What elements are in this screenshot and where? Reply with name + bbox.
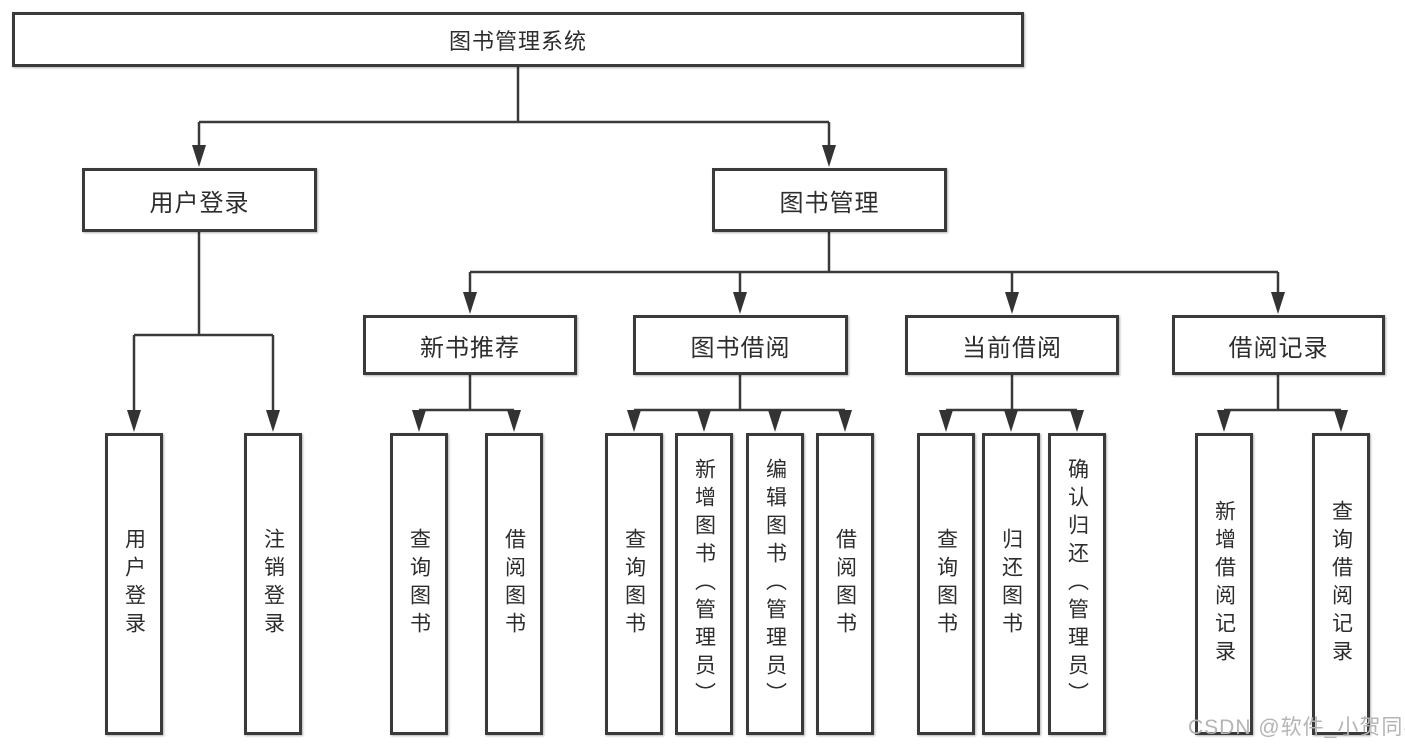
leaf-return-books: 归还图书 [982,433,1040,735]
node-root: 图书管理系统 [12,12,1024,67]
leaf-add-books-admin: 新增图书（管理员） [675,433,733,735]
leaf-query-borrow-record: 查询借阅记录 [1312,433,1370,735]
node-current-borrowing: 当前借阅 [905,315,1119,375]
connector-book-management-fan [463,232,1285,314]
node-book-management: 图书管理 [712,168,947,232]
leaf-borrow-books-recommend: 借阅图书 [485,433,543,735]
leaf-add-borrow-record: 新增借阅记录 [1195,433,1253,735]
watermark: CSDN @软件_小贺同学 [1188,716,1405,739]
connector-borrowing-records-fan [1217,375,1348,432]
leaf-confirm-return-admin: 确认归还（管理员） [1048,433,1106,735]
connector-book-borrowing-fan [627,375,852,432]
connector-current-borrowing-fan [939,375,1084,432]
leaf-logout-login: 注销登录 [244,433,302,735]
leaf-user-login: 用户登录 [105,433,163,735]
leaf-edit-books-admin: 编辑图书（管理员） [746,433,804,735]
node-book-borrowing: 图书借阅 [633,315,848,375]
node-user-login: 用户登录 [82,168,317,232]
leaf-borrow-books-borrowing: 借阅图书 [816,433,874,735]
leaf-query-books-recommend: 查询图书 [390,433,448,735]
leaf-query-books-borrowing: 查询图书 [605,433,663,735]
leaf-query-books-current: 查询图书 [917,433,975,735]
connector-root-fan [192,67,836,167]
connector-user-login-fan [127,232,280,432]
connector-new-book-recommendation-fan [412,375,521,432]
node-new-book-recommendation: 新书推荐 [363,315,577,375]
node-borrowing-records: 借阅记录 [1172,315,1385,375]
